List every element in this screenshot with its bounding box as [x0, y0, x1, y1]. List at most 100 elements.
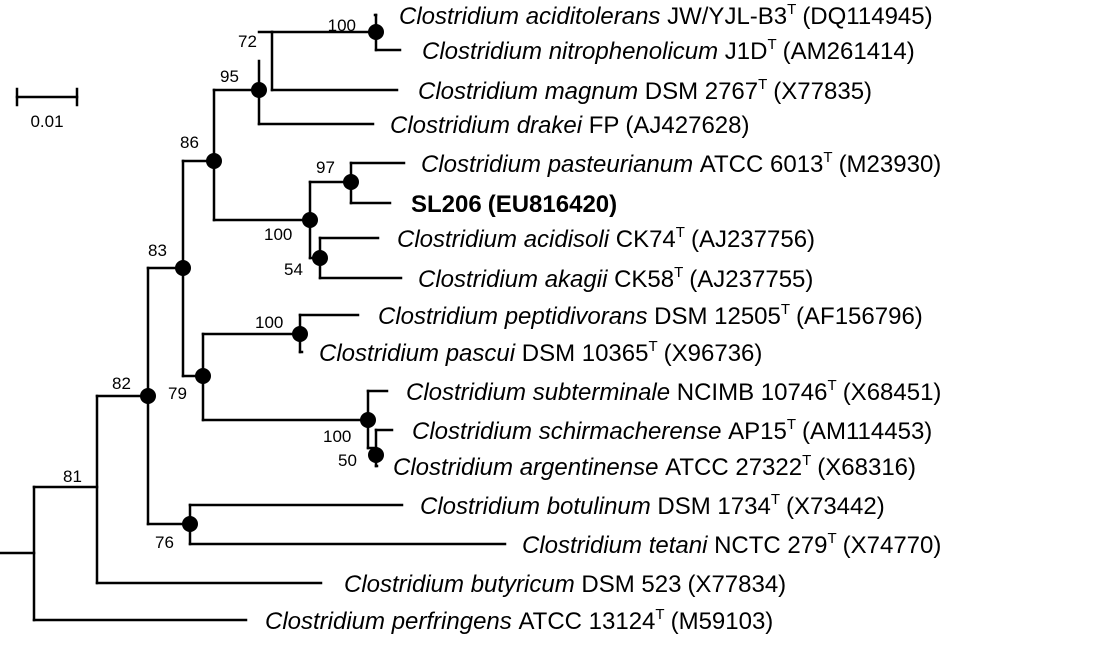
bootstrap-value-n_82: 82 — [112, 374, 131, 393]
bootstrap-value-n_54: 54 — [284, 260, 303, 279]
type-strain-mark: T — [827, 530, 836, 547]
accession-number: (EU816420) — [488, 191, 617, 218]
bootstrap-value-n_81: 81 — [63, 467, 82, 486]
species-name: Clostridium pascui — [319, 340, 522, 367]
species-name: Clostridium peptidivorans — [378, 303, 654, 330]
taxon-label-nitrophenolicum: Clostridium nitrophenolicum J1DT (AM26141… — [422, 36, 915, 65]
node-dot-n_95 — [251, 82, 267, 98]
strain-name: DSM 1734 — [657, 493, 770, 520]
strain-name: DSM 2767 — [645, 78, 758, 105]
node-dot-n_100_sl — [302, 212, 318, 228]
bootstrap-value-n_72: 72 — [238, 32, 257, 51]
type-strain-mark: T — [767, 36, 776, 53]
accession-number: (X77834) — [687, 571, 786, 598]
taxon-label-subterminale: Clostridium subterminale NCIMB 10746T(X6… — [406, 377, 941, 406]
taxon-label-perfringens: Clostridium perfringens ATCC 13124T (M591… — [265, 606, 773, 635]
strain-name: CK58 — [614, 266, 674, 293]
type-strain-mark: T — [655, 606, 664, 623]
type-strain-mark: T — [781, 301, 790, 318]
taxon-label-acidisoli: Clostridium acidisoli CK74T (AJ237756) — [397, 224, 815, 253]
strain-name: J1D — [725, 38, 768, 65]
accession-number: (X74770) — [843, 532, 942, 559]
type-strain-mark: T — [676, 224, 685, 241]
taxon-label-butyricum: Clostridium butyricum DSM 523(X77834) — [344, 571, 786, 598]
bootstrap-value-n_pept: 100 — [255, 313, 283, 332]
node-dot-n_pept — [292, 326, 308, 342]
accession-number: (X68451) — [843, 379, 942, 406]
node-dot-n_54 — [312, 250, 328, 266]
accession-number: (M23930) — [839, 151, 942, 178]
node-dot-n_100_sub — [360, 412, 376, 428]
bootstrap-value-n_86: 86 — [180, 133, 199, 152]
taxon-label-tetani: Clostridium tetani NCTC 279T (X74770) — [522, 530, 941, 559]
strain-name: AP15 — [728, 418, 787, 445]
taxon-label-botulinum: Clostridium botulinum DSM 1734T (X73442) — [420, 491, 885, 520]
accession-number: (AM261414) — [783, 38, 915, 65]
taxon-label-peptidivorans: Clostridium peptidivorans DSM 12505T(AF1… — [378, 301, 923, 330]
taxon-label-argentinense: Clostridium argentinense ATCC 27322T(X68… — [393, 452, 916, 481]
strain-name: DSM 10365 — [522, 340, 649, 367]
bootstrap-value-n_100_sl: 100 — [264, 225, 292, 244]
accession-number: (AM114453) — [802, 418, 932, 445]
species-name: Clostridium akagii — [418, 266, 614, 293]
type-strain-mark: T — [758, 76, 767, 93]
strain-name: NCTC 279 — [714, 532, 827, 559]
taxon-label-pasteurianum: Clostridium pasteurianum ATCC 6013T (M239… — [421, 149, 941, 178]
strain-name: CK74 — [616, 226, 676, 253]
species-name: Clostridium pasteurianum — [421, 151, 700, 178]
accession-number: (M59103) — [671, 608, 774, 635]
strain-name: ATCC 6013 — [700, 151, 824, 178]
strain-name: FP — [589, 112, 620, 139]
taxon-label-magnum: Clostridium magnum DSM 2767T(X77835) — [418, 76, 872, 105]
species-name: Clostridium tetani — [522, 532, 714, 559]
node-dot-n_83 — [175, 260, 191, 276]
strain-name: DSM 523 — [581, 571, 681, 598]
type-strain-mark: T — [787, 416, 796, 433]
type-strain-mark: T — [802, 452, 811, 469]
taxon-label-schirmacherense: Clostridium schirmacherense AP15T (AM1144… — [412, 416, 932, 445]
species-name: Clostridium butyricum — [344, 571, 581, 598]
strain-name: JW/YJL-B3 — [667, 3, 787, 30]
species-name: Clostridium schirmacherense — [412, 418, 728, 445]
bootstrap-value-n_95: 95 — [220, 67, 239, 86]
node-markers — [140, 24, 384, 532]
taxon-label-sl206: SL206(EU816420) — [411, 191, 617, 218]
taxon-label-akagii: Clostridium akagii CK58T (AJ237755) — [418, 264, 813, 293]
species-name: Clostridium nitrophenolicum — [422, 38, 725, 65]
bootstrap-value-n_50: 50 — [338, 451, 357, 470]
bootstrap-value-n_acid_nitro: 100 — [328, 16, 356, 35]
type-strain-mark: T — [648, 338, 657, 355]
species-name: Clostridium magnum — [418, 78, 645, 105]
species-name: Clostridium subterminale — [406, 379, 677, 406]
species-name: Clostridium acidisoli — [397, 226, 616, 253]
accession-number: (X73442) — [786, 493, 885, 520]
type-strain-mark: T — [828, 377, 837, 394]
node-dot-n_86 — [206, 153, 222, 169]
species-name: Clostridium botulinum — [420, 493, 657, 520]
bootstrap-value-n_97: 97 — [316, 158, 335, 177]
accession-number: (AJ237756) — [691, 226, 815, 253]
accession-number: (DQ114945) — [802, 3, 932, 30]
strain-name: SL206 — [411, 191, 482, 218]
bootstrap-value-n_79: 79 — [168, 384, 187, 403]
species-name: Clostridium perfringens — [265, 608, 518, 635]
type-strain-mark: T — [771, 491, 780, 508]
accession-number: (AJ237755) — [689, 266, 813, 293]
node-dot-n_79 — [195, 368, 211, 384]
node-dot-n_82 — [140, 388, 156, 404]
type-strain-mark: T — [787, 1, 796, 18]
species-name: Clostridium argentinense — [393, 454, 665, 481]
strain-name: ATCC 27322 — [665, 454, 802, 481]
taxon-label-aciditolerans: Clostridium aciditolerans JW/YJL-B3T(DQ1… — [399, 1, 933, 30]
type-strain-mark: T — [823, 149, 832, 166]
bootstrap-value-n_76: 76 — [155, 533, 174, 552]
node-dot-n_76 — [182, 516, 198, 532]
scale-bar: 0.01 — [15, 87, 79, 131]
accession-number: (X96736) — [664, 340, 763, 367]
strain-name: ATCC 13124 — [518, 608, 655, 635]
node-dot-n_50 — [368, 447, 384, 463]
type-strain-mark: T — [674, 264, 683, 281]
